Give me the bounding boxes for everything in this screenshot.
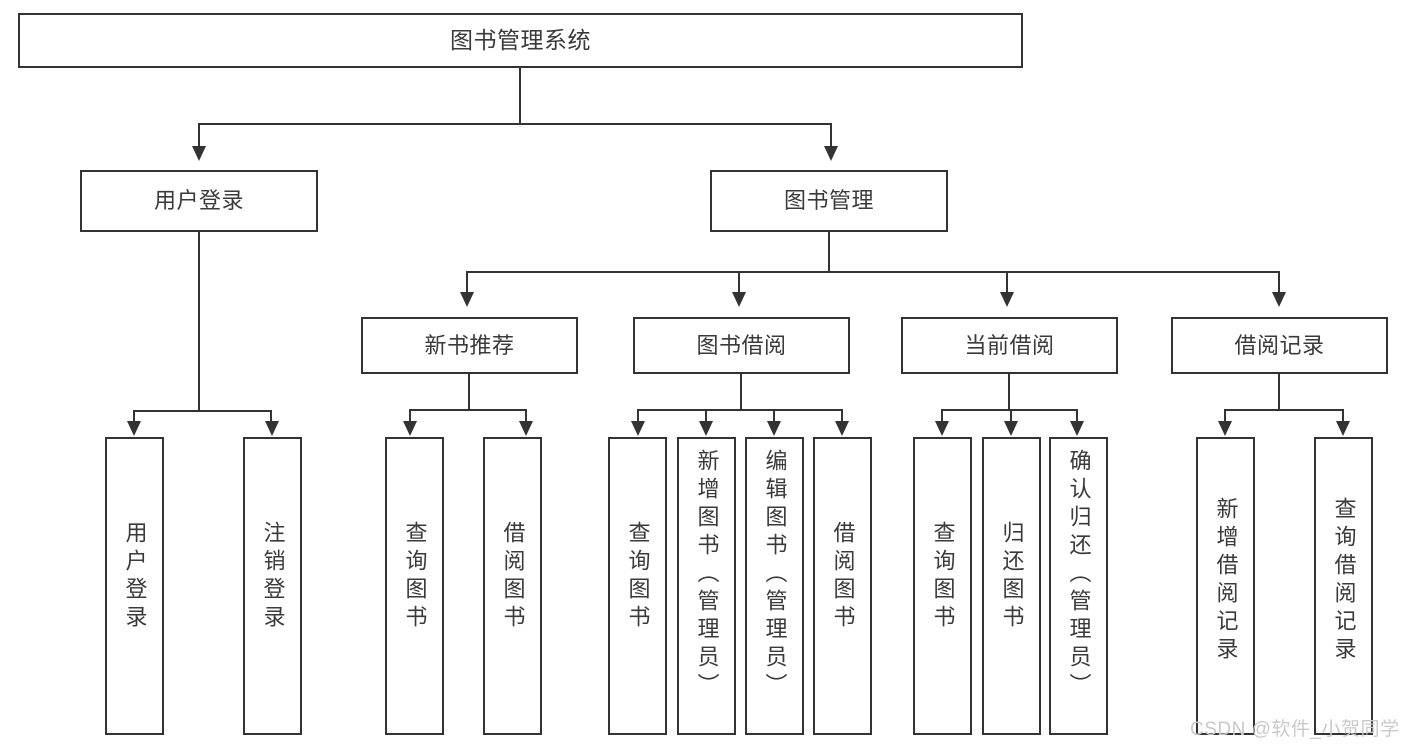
node-label: 图书管理	[783, 188, 874, 214]
leaf-return-book[interactable]: 归还图书	[982, 437, 1041, 735]
connector-bm-drop-2	[738, 271, 740, 293]
arrowhead-to-book-borrow	[732, 292, 746, 307]
connector-bb-bus	[637, 409, 843, 411]
node-label: 图书管理系统	[450, 26, 591, 53]
node-new-book-recommend[interactable]: 新书推荐	[361, 317, 578, 374]
node-label: 用户登录	[153, 188, 244, 214]
arrowhead-to-leaf-query-book-3	[935, 421, 949, 436]
connector-br-drop-1	[1224, 409, 1226, 422]
node-root-system[interactable]: 图书管理系统	[18, 13, 1023, 68]
connector-cb-drop-1	[941, 409, 943, 422]
node-label: 图书借阅	[696, 332, 787, 358]
node-label: 确认归还（管理员）	[1066, 449, 1092, 701]
arrowhead-to-leaf-query-book-1	[403, 421, 417, 436]
connector-user-login-drop-2	[270, 410, 272, 422]
leaf-borrow-book-1[interactable]: 借阅图书	[483, 437, 542, 735]
connector-bb-drop-2	[705, 409, 707, 422]
connector-nbr-drop-2	[525, 409, 527, 422]
node-label: 新增借阅记录	[1213, 497, 1239, 665]
leaf-add-book[interactable]: 新增图书（管理员）	[677, 437, 736, 735]
arrowhead-to-borrow-record	[1272, 292, 1286, 307]
connector-bb-drop-1	[637, 409, 639, 422]
node-label: 查询图书	[402, 521, 428, 633]
node-borrow-record[interactable]: 借阅记录	[1171, 317, 1388, 374]
node-book-borrow[interactable]: 图书借阅	[633, 317, 850, 374]
node-label: 归还图书	[999, 521, 1025, 633]
node-current-borrow[interactable]: 当前借阅	[901, 317, 1118, 374]
arrowhead-to-leaf-borrow-book-2	[835, 421, 849, 436]
node-label: 借阅图书	[830, 521, 856, 633]
connector-bb-stem	[740, 374, 742, 410]
leaf-edit-book[interactable]: 编辑图书（管理员）	[745, 437, 804, 735]
connector-bm-drop-4	[1278, 271, 1280, 293]
node-label: 新书推荐	[424, 332, 515, 358]
arrowhead-to-leaf-logout-login	[265, 421, 279, 436]
arrowhead-to-leaf-add-book	[699, 421, 713, 436]
leaf-query-borrow-record[interactable]: 查询借阅记录	[1314, 437, 1373, 735]
connector-cb-bus	[941, 409, 1078, 411]
arrowhead-to-leaf-return-book	[1004, 421, 1018, 436]
arrowhead-to-leaf-add-borrow-record	[1218, 421, 1232, 436]
connector-root-bus	[198, 123, 832, 125]
node-label: 新增图书（管理员）	[694, 449, 720, 701]
node-label: 查询图书	[930, 521, 956, 633]
connector-br-bus	[1224, 409, 1344, 411]
leaf-query-book-3[interactable]: 查询图书	[913, 437, 972, 735]
connector-root-drop-right	[830, 123, 832, 147]
arrowhead-to-leaf-query-borrow-record	[1336, 421, 1350, 436]
connector-root-stem	[519, 68, 521, 124]
connector-bm-drop-3	[1006, 271, 1008, 293]
arrowhead-to-new-book-recommend	[460, 292, 474, 307]
connector-bm-drop-1	[466, 271, 468, 293]
node-user-login[interactable]: 用户登录	[80, 170, 318, 232]
node-label: 当前借阅	[964, 332, 1055, 358]
connector-root-drop-left	[198, 123, 200, 147]
connector-nbr-bus	[409, 409, 527, 411]
node-label: 编辑图书（管理员）	[762, 449, 788, 701]
connector-book-management-bus	[466, 271, 1280, 273]
arrowhead-to-user-login	[192, 146, 206, 161]
connector-cb-drop-2	[1010, 409, 1012, 422]
connector-user-login-drop-1	[133, 410, 135, 422]
arrowhead-to-leaf-edit-book	[767, 421, 781, 436]
node-label: 查询借阅记录	[1331, 497, 1357, 665]
node-label: 借阅图书	[500, 521, 526, 633]
connector-nbr-drop-1	[409, 409, 411, 422]
leaf-confirm-return[interactable]: 确认归还（管理员）	[1049, 437, 1108, 735]
connector-br-stem	[1278, 374, 1280, 410]
connector-bb-drop-4	[841, 409, 843, 422]
connector-book-management-stem	[828, 232, 830, 272]
node-label: 用户登录	[122, 521, 148, 633]
leaf-logout-login[interactable]: 注销登录	[243, 437, 302, 735]
node-label: 注销登录	[260, 521, 286, 633]
watermark-csdn: CSDN @软件_小贺同学	[1190, 719, 1400, 740]
connector-cb-stem	[1008, 374, 1010, 410]
connector-cb-drop-3	[1076, 409, 1078, 422]
arrowhead-to-leaf-borrow-book-1	[519, 421, 533, 436]
connector-user-login-stem	[198, 232, 200, 411]
arrowhead-to-leaf-user-login	[127, 421, 141, 436]
connector-br-drop-2	[1342, 409, 1344, 422]
leaf-borrow-book-2[interactable]: 借阅图书	[813, 437, 872, 735]
node-label: 查询图书	[625, 521, 651, 633]
leaf-query-book-1[interactable]: 查询图书	[385, 437, 444, 735]
arrowhead-to-leaf-query-book-2	[631, 421, 645, 436]
leaf-add-borrow-record[interactable]: 新增借阅记录	[1196, 437, 1255, 735]
leaf-query-book-2[interactable]: 查询图书	[608, 437, 667, 735]
connector-bb-drop-3	[773, 409, 775, 422]
leaf-user-login[interactable]: 用户登录	[105, 437, 164, 735]
arrowhead-to-current-borrow	[1000, 292, 1014, 307]
arrowhead-to-book-management	[824, 146, 838, 161]
connector-nbr-stem	[468, 374, 470, 410]
connector-user-login-bus	[133, 410, 272, 412]
arrowhead-to-leaf-confirm-return	[1070, 421, 1084, 436]
node-label: 借阅记录	[1234, 332, 1325, 358]
node-book-management[interactable]: 图书管理	[710, 170, 948, 232]
